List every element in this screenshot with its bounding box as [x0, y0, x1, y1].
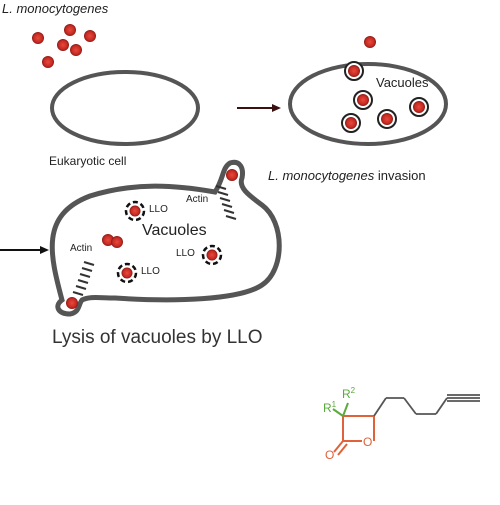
lysed-vacuole — [124, 200, 146, 222]
r2-sup: 2 — [350, 386, 356, 395]
bacterium — [84, 30, 96, 42]
bacterium — [206, 249, 218, 261]
r1-label: R1 — [323, 400, 336, 415]
vacuoles-label-top: Vacuoles — [376, 75, 429, 90]
beta-lactone-structure — [332, 394, 480, 456]
llo-label-2: LLO — [176, 248, 195, 259]
entry-arrow — [0, 246, 49, 254]
bacterium — [64, 24, 76, 36]
lysed-vacuoles — [116, 200, 223, 284]
invasion-arrow — [237, 104, 281, 112]
bacterium — [57, 39, 69, 51]
r1-sup: 1 — [331, 400, 337, 409]
bacteria-label: L. monocytogenes — [2, 1, 109, 16]
lysis-caption: Lysis of vacuoles by LLO — [52, 327, 263, 348]
vacuoles-label-bottom: Vacuoles — [142, 222, 207, 239]
actin-tail-right — [215, 185, 237, 220]
bacterium — [121, 267, 133, 279]
r2-text: R — [342, 387, 351, 401]
actin-label-right: Actin — [186, 194, 209, 205]
bacterium — [32, 32, 44, 44]
eukaryotic-cell-label: Eukaryotic cell — [49, 154, 127, 168]
llo-label-3: LLO — [141, 266, 160, 277]
bacterium — [357, 94, 369, 106]
bacterium — [66, 297, 78, 309]
vacuole-bacteria-top — [341, 61, 429, 133]
lysed-vacuole — [116, 262, 138, 284]
bacterium — [348, 65, 360, 77]
bacterium — [413, 101, 425, 113]
r2-label: R2 — [342, 386, 355, 401]
actin-tail-left — [72, 261, 95, 296]
bacterium — [70, 44, 82, 56]
bacterium — [381, 113, 393, 125]
bacterium — [102, 234, 114, 246]
bacterium — [42, 56, 54, 68]
invasion-label: L. monocytogenes invasion — [268, 168, 426, 183]
free-bacteria-group — [32, 24, 96, 68]
bacterium — [364, 36, 376, 48]
invasion-word: invasion — [374, 168, 426, 183]
bacterium — [111, 236, 123, 248]
carbonyl-oxygen-label: O — [325, 448, 335, 462]
lysed-vacuole — [201, 244, 223, 266]
bacterium — [226, 169, 238, 181]
lysis-cell — [49, 159, 282, 317]
invasion-species: L. monocytogenes — [268, 168, 375, 183]
bacterium — [345, 117, 357, 129]
eukaryotic-cell — [50, 70, 200, 146]
r1-text: R — [323, 401, 332, 415]
ring-oxygen-label: O — [362, 435, 374, 449]
bacterium — [129, 205, 141, 217]
llo-label-1: LLO — [149, 204, 168, 215]
actin-label-left: Actin — [70, 243, 93, 254]
